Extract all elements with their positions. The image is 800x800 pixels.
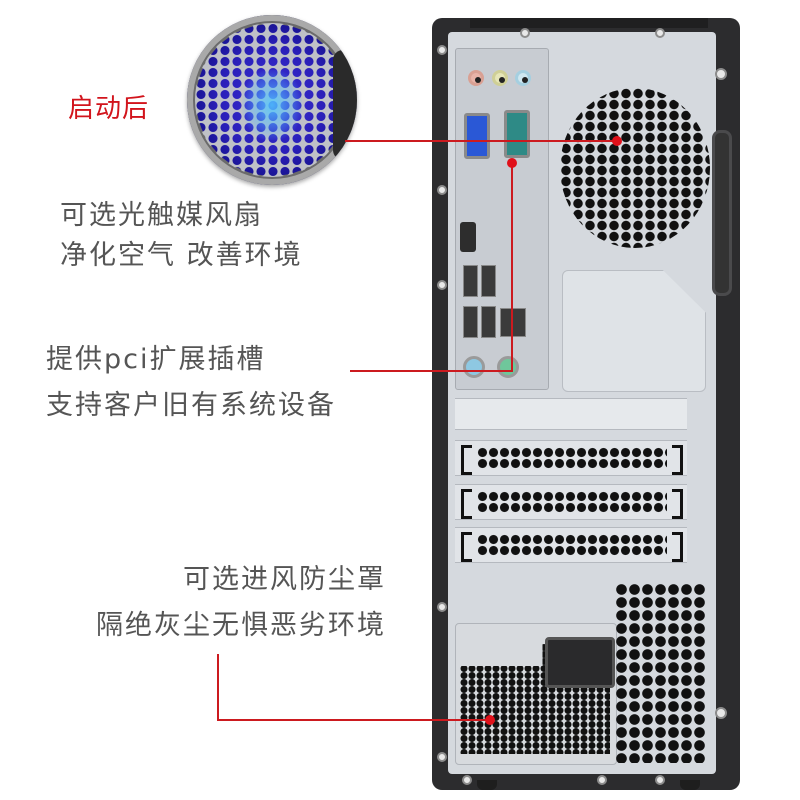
rear-fan-vent-icon [560, 88, 710, 248]
usb-port-icon [463, 265, 478, 297]
expansion-slot-blank [455, 398, 687, 430]
fan-callout-line [345, 140, 617, 142]
case-foot [680, 780, 700, 790]
pci-callout-line-v [511, 163, 513, 372]
pci-callout-text: 提供pci扩展插槽 支持客户旧有系统设备 [46, 340, 336, 426]
screw-icon [437, 185, 447, 195]
expansion-slot-cover [455, 440, 687, 476]
io-shield [455, 48, 549, 390]
slot-bracket [672, 489, 683, 519]
hdmi-port-icon [460, 222, 476, 252]
fan-glow [242, 70, 302, 140]
slot-bracket [461, 532, 472, 562]
ps2-mouse-port-icon [463, 356, 485, 378]
serial-port-icon [504, 110, 530, 158]
fan-frame-edge [333, 50, 357, 160]
screw-icon [655, 28, 665, 38]
expansion-slot-cover [455, 484, 687, 520]
ethernet-port-icon [500, 308, 526, 337]
screw-icon [520, 28, 530, 38]
pci-callout-dot [507, 158, 517, 168]
dust-callout-line-v [217, 654, 219, 721]
screw-icon [437, 45, 447, 55]
screw-icon [437, 280, 447, 290]
audio-out-port-icon [468, 70, 484, 86]
slot-vent-holes [477, 534, 667, 556]
case-foot [477, 780, 497, 790]
mic-port-icon [515, 70, 531, 86]
fan-tag-label: 启动后 [68, 94, 150, 124]
case-handle [712, 130, 732, 296]
usb-port-icon [481, 265, 496, 297]
line-in-port-icon [492, 70, 508, 86]
dust-callout-line-1: 可选进风防尘罩 [183, 564, 386, 595]
screw-icon [437, 602, 447, 612]
fan-callout-line-1: 可选光触媒风扇 [60, 200, 263, 231]
dust-callout-line-h [217, 719, 490, 721]
mounting-plate [562, 270, 706, 392]
pci-callout-line-h [350, 370, 513, 372]
case-top-edge [470, 18, 708, 28]
slot-bracket [672, 532, 683, 562]
pci-callout-line-1: 提供pci扩展插槽 [46, 344, 266, 375]
thumbscrew-icon [715, 68, 727, 80]
fan-closeup-image [187, 15, 357, 185]
screw-icon [597, 775, 607, 785]
dust-callout-line-2: 隔绝灰尘无惧恶劣环境 [96, 610, 386, 641]
slot-bracket [461, 445, 472, 475]
pci-callout-line-2: 支持客户旧有系统设备 [46, 390, 336, 421]
side-vent-icon [615, 583, 707, 763]
usb-port-icon [481, 306, 496, 338]
screw-icon [655, 775, 665, 785]
screw-icon [462, 775, 472, 785]
usb-port-icon [463, 306, 478, 338]
expansion-slot-cover [455, 527, 687, 563]
dust-callout-dot [485, 715, 495, 725]
ps2-keyboard-port-icon [497, 356, 519, 378]
slot-vent-holes [477, 491, 667, 513]
fan-callout-text: 可选光触媒风扇 净化空气 改善环境 [60, 196, 303, 276]
fan-callout-dot [612, 136, 622, 146]
vga-port-icon [464, 113, 490, 159]
slot-vent-holes [477, 447, 667, 469]
slot-bracket [461, 489, 472, 519]
slot-bracket [672, 445, 683, 475]
dust-callout-text: 可选进风防尘罩 隔绝灰尘无惧恶劣环境 [46, 560, 386, 646]
fan-callout-line-2: 净化空气 改善环境 [60, 240, 303, 271]
power-socket-icon [545, 637, 615, 688]
thumbscrew-icon [715, 707, 727, 719]
screw-icon [437, 752, 447, 762]
